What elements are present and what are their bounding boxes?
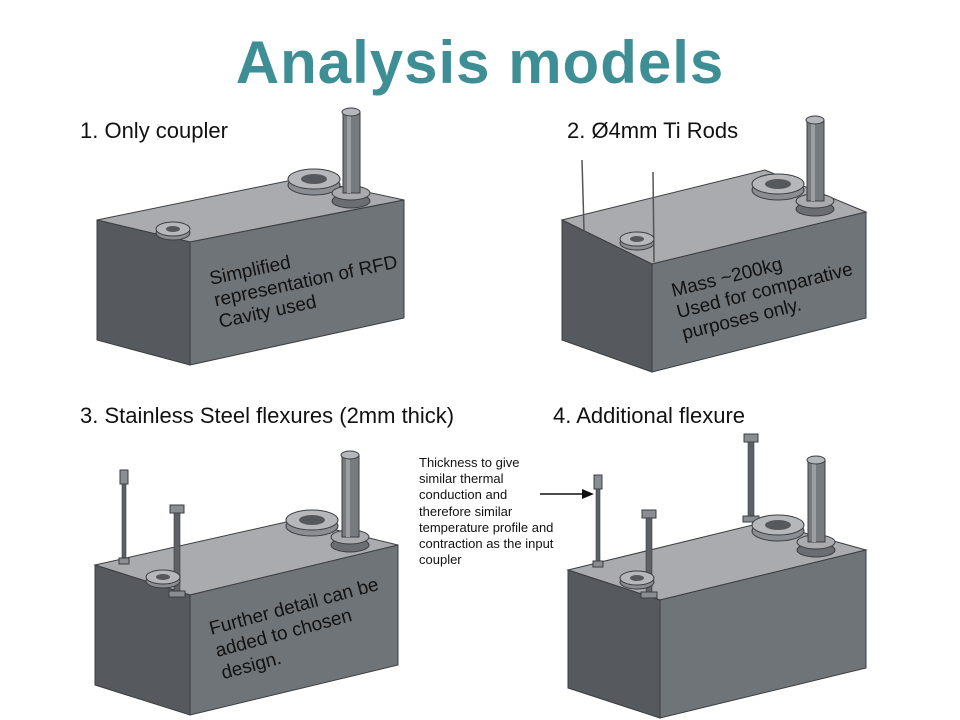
model-4-label: 4. Additional flexure [553, 403, 746, 428]
input-coupler [796, 455, 836, 558]
coupler-flange [287, 168, 341, 196]
model-2-label: 2. Ø4mm Ti Rods [567, 118, 739, 143]
box-front [189, 199, 405, 366]
input-coupler [330, 450, 370, 553]
input-coupler [795, 115, 835, 217]
coupler-flange [751, 514, 805, 542]
model-1-label: 1. Only coupler [80, 118, 228, 143]
flexure-annotation: Thickness to give similar thermal conduc… [419, 455, 554, 568]
annotation-arrow [540, 489, 594, 499]
port-flange [619, 231, 655, 251]
model-3-label: 3. Stainless Steel flexures (2mm thick) [80, 403, 455, 428]
input-coupler [331, 107, 371, 209]
flexure [592, 474, 604, 568]
model-1-box-text: Simplified representation of RFD Cavity … [208, 252, 400, 333]
page-title: Analysis models [235, 29, 725, 96]
box-front [651, 211, 867, 373]
ti-rod [652, 171, 655, 263]
box-front [189, 544, 399, 716]
coupler-flange [751, 173, 805, 201]
port-flange [619, 570, 655, 590]
port-flange [145, 569, 181, 589]
additional-flexure [742, 433, 760, 523]
ti-rod [581, 159, 585, 231]
port-flange [155, 221, 191, 241]
coupler-flange [285, 509, 339, 537]
flexure [118, 469, 130, 565]
box-front [659, 549, 867, 719]
flexure [168, 504, 186, 598]
flexure [640, 509, 658, 599]
